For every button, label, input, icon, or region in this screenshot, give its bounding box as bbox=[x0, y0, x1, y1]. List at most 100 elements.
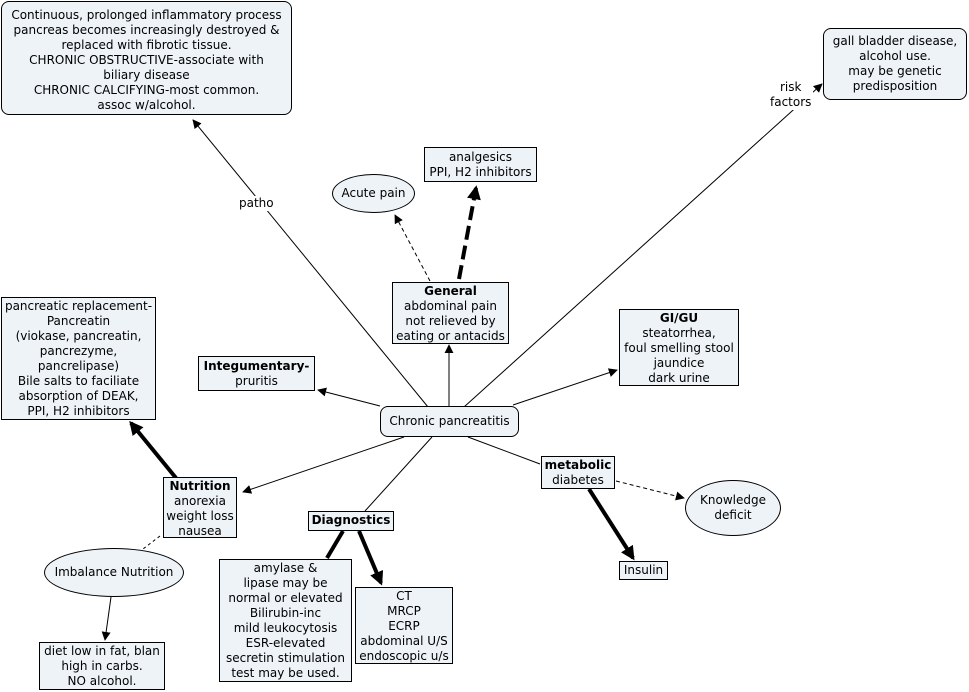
node-line: diabetes bbox=[552, 473, 604, 487]
general-node[interactable]: General abdominal pain not relieved by e… bbox=[392, 282, 509, 344]
node-line: secretin stimulation bbox=[225, 651, 345, 665]
node-line: steatorrhea, bbox=[642, 326, 716, 340]
edge-diagnostics-labs bbox=[325, 529, 345, 560]
node-line: pancrezyme, bbox=[39, 344, 118, 358]
patho-node[interactable]: Continuous, prolonged inflammatory proce… bbox=[1, 1, 292, 115]
node-line: test may be used. bbox=[231, 666, 340, 680]
edge-center-metabolic bbox=[467, 436, 541, 465]
node-line: ESR-elevated bbox=[245, 636, 326, 650]
pancreatic-replacement-node[interactable]: pancreatic replacement- Pancreatin (viok… bbox=[1, 297, 156, 420]
insulin-node[interactable]: Insulin bbox=[619, 561, 668, 580]
analgesics-node[interactable]: analgesics PPI, H2 inhibitors bbox=[424, 147, 537, 182]
diagnostics-node[interactable]: Diagnostics bbox=[308, 511, 394, 531]
edge-label-patho: patho bbox=[237, 196, 276, 211]
node-line: predisposition bbox=[852, 79, 938, 93]
node-line: endoscopic u/s bbox=[359, 649, 449, 663]
node-line: not relieved by bbox=[405, 314, 496, 328]
knowledge-deficit-node[interactable]: Knowledge deficit bbox=[685, 480, 781, 536]
edge-label-risk-line: risk bbox=[779, 80, 802, 94]
node-line: analgesics bbox=[448, 150, 513, 164]
edge-center-gigu bbox=[512, 368, 618, 406]
node-line: dark urine bbox=[648, 371, 710, 385]
edge-general-acutepain bbox=[394, 214, 431, 282]
node-line: Knowledge bbox=[700, 493, 766, 507]
node-line: high in carbs. bbox=[61, 659, 143, 673]
node-line: lipase may be bbox=[243, 576, 328, 590]
risk-factors-node[interactable]: gall bladder disease, alcohol use. may b… bbox=[823, 28, 967, 100]
node-line: amylase & bbox=[253, 561, 318, 575]
node-line: CHRONIC CALCIFYING-most common. bbox=[33, 83, 260, 97]
node-line: deficit bbox=[714, 508, 752, 522]
metabolic-node[interactable]: metabolic diabetes bbox=[541, 456, 615, 489]
node-line: absorption of DEAK, bbox=[18, 389, 139, 403]
node-line: pruritis bbox=[235, 374, 278, 388]
node-line: assoc w/alcohol. bbox=[97, 98, 196, 112]
node-line: eating or antacids bbox=[396, 329, 505, 343]
node-line: Bilirubin-inc bbox=[249, 606, 322, 620]
acute-pain-node[interactable]: Acute pain bbox=[332, 174, 415, 213]
edge-diagnostics-imaging bbox=[357, 530, 384, 586]
node-line: Pancreatin bbox=[46, 314, 111, 328]
edge-general-analgesics bbox=[457, 185, 481, 280]
imaging-node[interactable]: CT MRCP ECRP abdominal U/S endoscopic u/… bbox=[355, 587, 453, 664]
node-line: normal or elevated bbox=[228, 591, 343, 605]
node-line: gall bladder disease, bbox=[832, 34, 958, 48]
node-line: Chronic pancreatitis bbox=[389, 414, 510, 428]
node-line: pancrelipase) bbox=[37, 359, 120, 373]
node-line: CHRONIC OBSTRUCTIVE-associate with bbox=[29, 53, 264, 67]
edge-nutrition-imbalance bbox=[142, 535, 161, 550]
node-line: weight loss bbox=[166, 509, 234, 523]
node-title: Integumentary- bbox=[203, 359, 310, 373]
node-line: Bile salts to faciliate bbox=[17, 374, 140, 388]
node-title: General bbox=[424, 284, 477, 298]
edge-imbalance-diet bbox=[101, 596, 112, 641]
node-line: (viokase, pancreatin, bbox=[15, 329, 142, 343]
node-line: may be genetic bbox=[848, 64, 942, 78]
node-line: NO alcohol. bbox=[67, 674, 137, 688]
gigu-node[interactable]: GI/GU steatorrhea, foul smelling stool j… bbox=[619, 309, 739, 386]
node-line: ECRP bbox=[388, 619, 420, 633]
edge-center-nutrition bbox=[242, 436, 405, 494]
node-line: CT bbox=[396, 589, 412, 603]
edge-center-diagnostics bbox=[364, 436, 433, 512]
node-line: Imbalance Nutrition bbox=[54, 565, 174, 579]
node-line: PPI, H2 inhibitors bbox=[429, 165, 532, 179]
node-line: Continuous, prolonged inflammatory proce… bbox=[11, 8, 282, 22]
node-line: diet low in fat, blan bbox=[44, 644, 160, 658]
node-line: Insulin bbox=[623, 563, 664, 577]
edge-center-integumentary bbox=[317, 387, 381, 407]
node-line: biliary disease bbox=[103, 68, 190, 82]
edge-center-patho bbox=[192, 119, 429, 408]
node-line: pancreas becomes increasingly destroyed … bbox=[13, 23, 280, 37]
node-line: abdominal pain bbox=[404, 299, 497, 313]
node-line: foul smelling stool bbox=[624, 341, 734, 355]
node-line: replaced with fibrotic tissue. bbox=[61, 38, 232, 52]
labs-node[interactable]: amylase & lipase may be normal or elevat… bbox=[219, 559, 352, 682]
edge-center-risk bbox=[463, 83, 823, 408]
imbalance-nutrition-node[interactable]: Imbalance Nutrition bbox=[44, 548, 184, 597]
node-line: pancreatic replacement- bbox=[4, 299, 153, 313]
integumentary-node[interactable]: Integumentary- pruritis bbox=[198, 356, 315, 391]
edge-label-risk-factors: risk factors bbox=[768, 80, 814, 110]
edge-nutrition-pancreatic bbox=[129, 420, 178, 480]
edge-label-factors-line: factors bbox=[770, 95, 812, 109]
node-line: MRCP bbox=[387, 604, 421, 618]
edge-metabolic-knowledge bbox=[615, 480, 685, 501]
edge-metabolic-insulin bbox=[587, 487, 635, 561]
node-line: mild leukocytosis bbox=[233, 621, 338, 635]
node-line: anorexia bbox=[174, 494, 226, 508]
node-title: metabolic bbox=[544, 458, 612, 472]
node-line: Acute pain bbox=[341, 186, 406, 200]
chronic-pancreatitis-node[interactable]: Chronic pancreatitis bbox=[380, 406, 519, 437]
node-title: Nutrition bbox=[169, 479, 231, 493]
node-line: nausea bbox=[178, 524, 222, 538]
node-title: GI/GU bbox=[659, 311, 699, 325]
diet-node[interactable]: diet low in fat, blan high in carbs. NO … bbox=[39, 642, 165, 690]
node-line: PPI, H2 inhibitors bbox=[27, 404, 130, 418]
node-line: alcohol use. bbox=[859, 49, 931, 63]
node-line: abdominal U/S bbox=[360, 634, 448, 648]
node-title: Diagnostics bbox=[311, 513, 391, 527]
node-line: jaundice bbox=[653, 356, 705, 370]
nutrition-node[interactable]: Nutrition anorexia weight loss nausea bbox=[163, 477, 237, 538]
